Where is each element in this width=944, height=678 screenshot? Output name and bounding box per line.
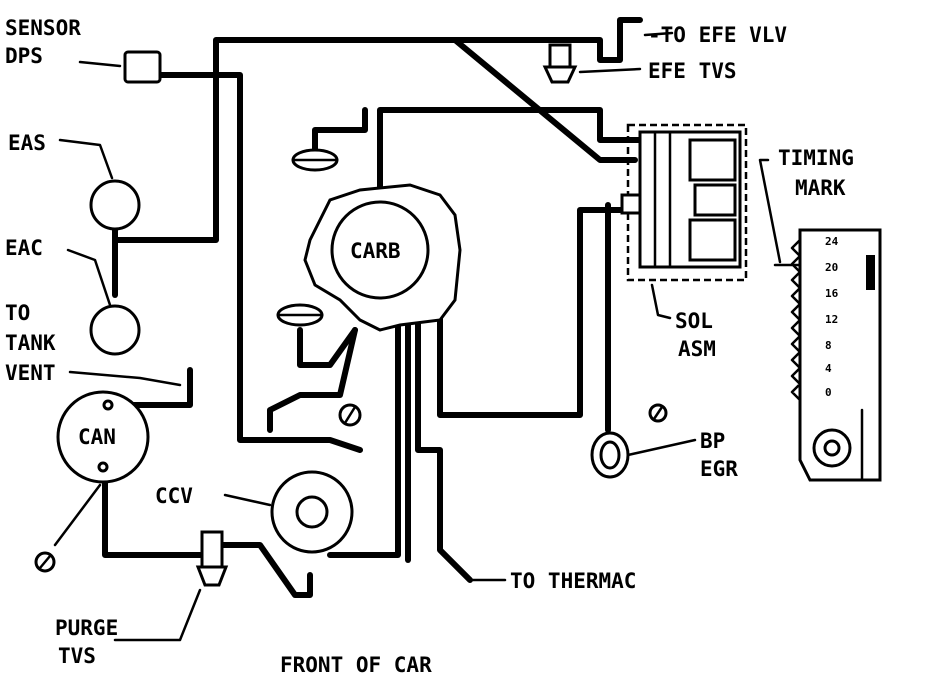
eac-label: EAC: [5, 236, 43, 260]
can-label: CAN: [78, 425, 116, 449]
purge-tvs-label-line2: TVS: [58, 644, 96, 668]
sensor-dps-label-line2: DPS: [5, 44, 43, 68]
timing-mark-label-line2: MARK: [795, 176, 846, 200]
to-efe-vlv-label: -TO EFE VLV: [648, 23, 787, 47]
efe-tvs-label: EFE TVS: [648, 59, 737, 83]
to-thermac-label: TO THERMAC: [510, 569, 636, 593]
sensor-dps-label-line1: SENSOR: [5, 16, 81, 40]
sensor-dps: [123, 50, 162, 84]
carb-circle: [330, 200, 430, 300]
carb-vacuum-diaphragm-lower: [276, 303, 324, 327]
bp-egr-label-line1: BP: [700, 429, 725, 453]
solenoid-assembly: [620, 123, 748, 282]
sol-asm-label-line1: SOL: [675, 309, 713, 333]
canister: [56, 390, 150, 484]
bp-egr-label-line2: EGR: [700, 457, 738, 481]
timing-mark-label-line1: TIMING: [778, 146, 854, 170]
sol-asm-label-line2: ASM: [678, 337, 716, 361]
ccv-label: CCV: [155, 484, 193, 508]
eac-valve: [89, 304, 141, 356]
to-tank-vent-label-line2: TANK: [5, 331, 56, 355]
canister-port-top: [102, 399, 114, 411]
bp-egr-valve: [590, 403, 668, 479]
carb-label: CARB: [350, 239, 401, 263]
ccv-valve: [270, 403, 362, 554]
eas-label: EAS: [8, 131, 46, 155]
efe-tvs-fitting: [542, 43, 578, 84]
vacuum-hoses: [102, 17, 643, 598]
front-of-car-label: FRONT OF CAR: [280, 653, 432, 677]
timing-tick-label: 24: [825, 235, 839, 248]
to-tank-vent-label-line1: TO: [5, 301, 30, 325]
timing-tick-label: 8: [825, 339, 832, 352]
purge-tvs-label-line1: PURGE: [55, 616, 118, 640]
timing-mark-plate: [773, 228, 882, 482]
to-tank-vent-label-line3: VENT: [5, 361, 56, 385]
carb-vacuum-diaphragm-upper: [291, 148, 339, 172]
timing-tick-label: 0: [825, 386, 832, 399]
timing-tick-label: 12: [825, 313, 838, 326]
leader-lines: [58, 31, 782, 642]
timing-tick-label: 16: [825, 287, 839, 300]
canister-port-bottom: [97, 461, 109, 473]
timing-scale: 24 20 16 12 8 4 0: [825, 235, 839, 399]
eas-valve: [89, 179, 141, 231]
timing-tick-label: 4: [825, 362, 832, 375]
timing-tick-label: 20: [825, 261, 838, 274]
purge-tvs-fitting: [195, 530, 229, 587]
